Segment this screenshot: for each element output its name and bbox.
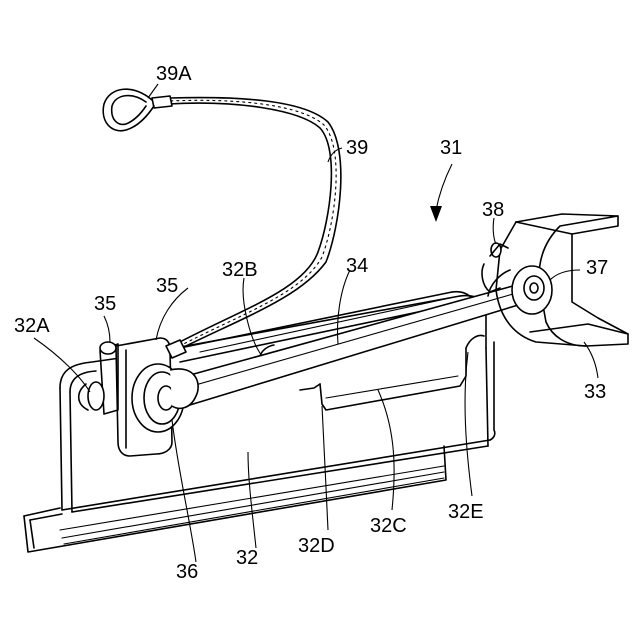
assembly-arrow-31 xyxy=(430,164,452,222)
label-32: 32 xyxy=(236,547,258,569)
label-32c: 32C xyxy=(370,515,407,537)
label-34: 34 xyxy=(346,255,368,277)
label-32e: 32E xyxy=(448,501,484,523)
label-32a: 32A xyxy=(14,315,50,337)
label-39a: 39A xyxy=(156,63,192,85)
label-33: 33 xyxy=(584,381,606,403)
label-32b: 32B xyxy=(222,259,258,281)
rod-shaft xyxy=(166,283,534,408)
label-39: 39 xyxy=(346,137,368,159)
knob-36 xyxy=(132,364,198,432)
label-35-lower: 35 xyxy=(94,293,116,315)
label-38: 38 xyxy=(482,199,504,221)
label-32d: 32D xyxy=(298,535,335,557)
label-37: 37 xyxy=(586,257,608,279)
label-31: 31 xyxy=(440,137,462,159)
label-35-upper: 35 xyxy=(156,275,178,297)
clip-38 xyxy=(482,243,508,292)
label-36: 36 xyxy=(176,561,198,583)
wire-39 xyxy=(103,89,341,358)
